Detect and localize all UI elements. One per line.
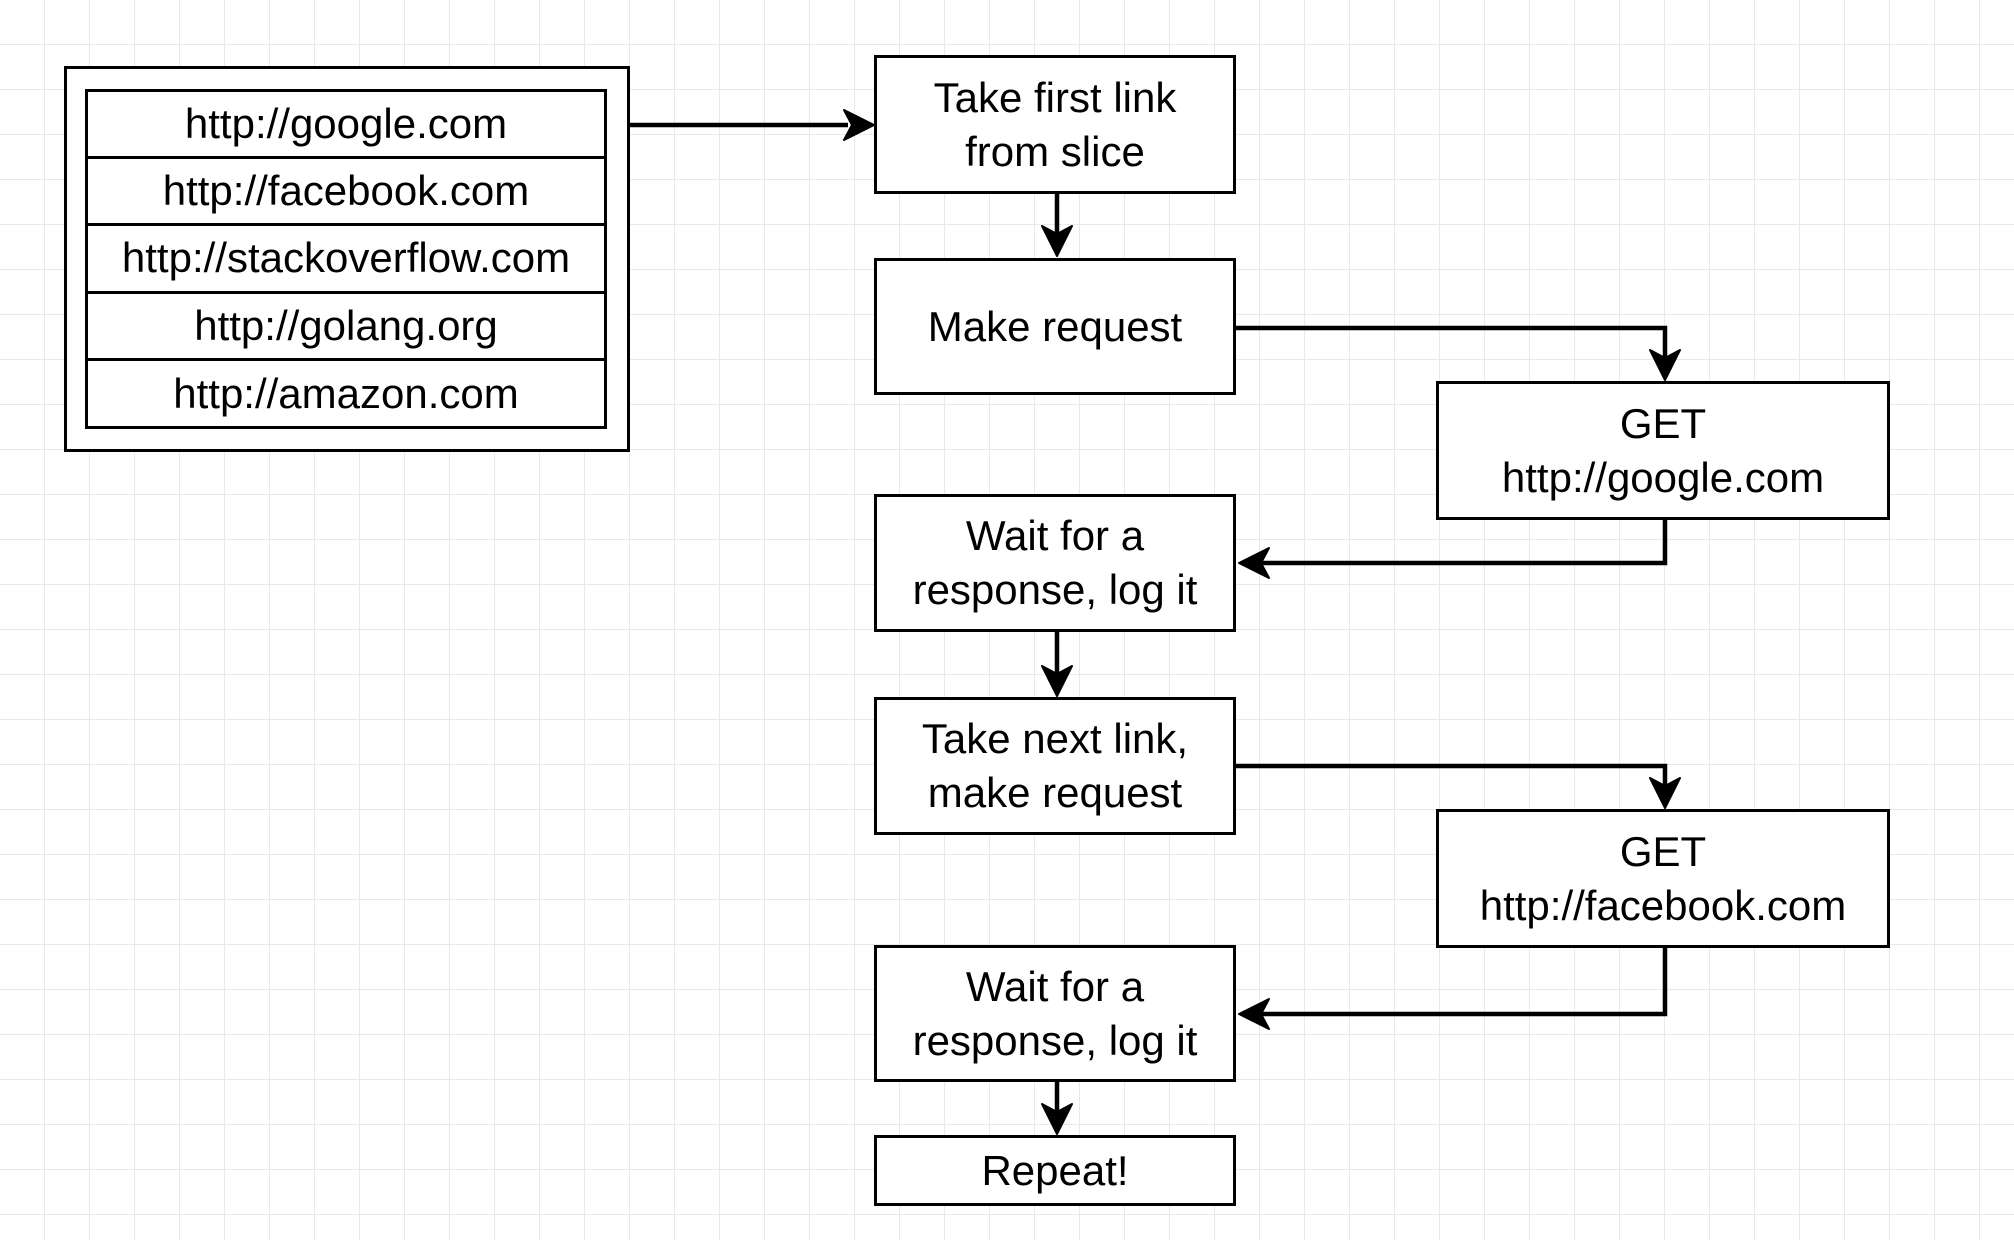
step-wait-response-1-line-1: Wait for a (965, 512, 1145, 559)
arrowhead-to-take-first (843, 109, 875, 141)
slice-link-facebook: http://facebook.com (88, 159, 604, 227)
step-take-next-link: Take next link, make request (874, 697, 1236, 835)
arrowhead-to-take-next (1041, 665, 1073, 697)
step-get-google-line-1: GET (1619, 399, 1707, 447)
step-repeat: Repeat! (874, 1135, 1236, 1206)
step-get-google-line-2: http://google.com (1501, 453, 1825, 501)
slice-link-google: http://google.com (88, 92, 604, 160)
step-wait-response-2: Wait for a response, log it (874, 945, 1236, 1082)
step-take-next-link-line-2: make request (927, 769, 1183, 816)
step-repeat-line-1: Repeat! (981, 1146, 1129, 1194)
links-slice-list: http://google.com http://facebook.com ht… (85, 89, 607, 429)
links-slice-container (64, 66, 630, 452)
step-get-google: GET http://google.com (1436, 381, 1890, 520)
arrow-get-google-to-wait-1 (1260, 518, 1668, 566)
arrowhead-to-wait-1 (1238, 547, 1270, 579)
arrow-take-next-to-get-facebook (1236, 763, 1668, 790)
step-make-request-line-1: Make request (927, 302, 1183, 350)
arrow-get-facebook-to-wait-2 (1260, 946, 1668, 1017)
step-make-request: Make request (874, 258, 1236, 395)
step-wait-response-2-line-2: response, log it (912, 1016, 1198, 1064)
step-get-facebook-line-1: GET (1619, 827, 1707, 875)
arrowhead-to-wait-2 (1238, 998, 1270, 1030)
slice-link-golang: http://golang.org (88, 294, 604, 361)
step-wait-response-1-line-2: response, log it (912, 566, 1198, 613)
step-take-first-link: Take first link from slice (874, 55, 1236, 194)
arrow-make-request-to-get-google (1236, 325, 1668, 362)
step-wait-response-2-line-1: Wait for a (965, 962, 1145, 1010)
slice-link-amazon: http://amazon.com (173, 370, 519, 418)
arrowhead-to-repeat (1041, 1103, 1073, 1135)
step-get-facebook: GET http://facebook.com (1436, 809, 1890, 948)
slice-link-stackoverflow: http://stackoverflow.com (88, 226, 604, 294)
arrowhead-to-get-google (1649, 349, 1681, 381)
arrowhead-to-make-request (1041, 225, 1073, 257)
step-take-first-link-line-1: Take first link (933, 73, 1177, 121)
step-take-next-link-line-1: Take next link, (921, 715, 1189, 762)
step-wait-response-1: Wait for a response, log it (874, 494, 1236, 632)
step-take-first-link-line-2: from slice (965, 127, 1145, 175)
arrowhead-to-get-facebook (1649, 777, 1681, 809)
step-get-facebook-line-2: http://facebook.com (1479, 881, 1847, 929)
